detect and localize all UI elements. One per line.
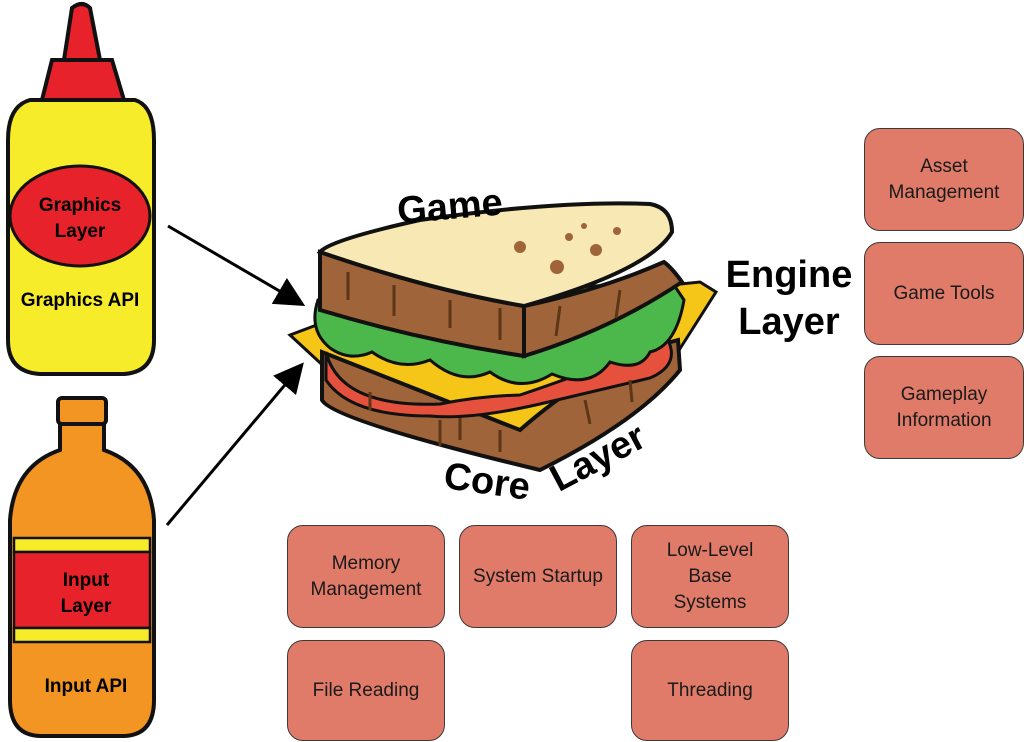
- core-box-file-reading: File Reading: [287, 640, 445, 741]
- bread-seed: [514, 241, 526, 253]
- input-layer-label-line1: Input: [63, 570, 110, 591]
- bread-seed: [565, 233, 573, 241]
- input-layer-label-line2: Layer: [61, 596, 112, 617]
- sandwich-top-crust-right: [522, 259, 685, 359]
- input-bottle: Input Layer Input API: [8, 396, 156, 738]
- engine-box-gameplay-information: Gameplay Information: [864, 356, 1024, 459]
- bread-seed: [590, 244, 602, 256]
- core-box-low-level-base-systems: Low-Level Base Systems: [631, 525, 789, 628]
- core-box-threading: Threading: [631, 640, 789, 741]
- input-bottle-band-bottom: [12, 626, 152, 644]
- graphics-bottle-cap: [39, 58, 127, 102]
- engine-box-game-tools: Game Tools: [864, 242, 1024, 345]
- sandwich-illustration: [287, 201, 719, 473]
- bread-seed: [613, 227, 621, 235]
- input-arrow: [165, 362, 304, 526]
- crust-texture: [346, 272, 634, 452]
- engine-layer-label-line1: Engine: [726, 254, 853, 296]
- sandwich-top-bread: [316, 201, 675, 309]
- input-bottle-band-top: [12, 536, 152, 554]
- bread-seed: [550, 260, 564, 274]
- core-box-system-startup: System Startup: [459, 525, 617, 628]
- graphics-layer-label-line1: Graphics: [39, 195, 121, 216]
- engine-box-asset-management: Asset Management: [864, 128, 1024, 231]
- sandwich-top-label: Game: [395, 181, 504, 232]
- sandwich-tomato: [324, 338, 673, 419]
- graphics-arrow: [167, 224, 306, 307]
- graphics-layer-label-oval: [8, 164, 152, 268]
- graphics-api-label: Graphics API: [21, 290, 140, 311]
- graphics-bottle-nozzle: [61, 2, 103, 62]
- input-bottle-cap: [56, 396, 108, 426]
- graphics-bottle: Graphics Layer Graphics API: [6, 2, 156, 376]
- engine-layer-label-line2: Layer: [738, 301, 840, 343]
- graphics-layer-label-line2: Layer: [55, 221, 106, 242]
- core-box-memory-management: Memory Management: [287, 525, 445, 628]
- bread-seed: [581, 223, 587, 229]
- input-api-label: Input API: [45, 676, 128, 697]
